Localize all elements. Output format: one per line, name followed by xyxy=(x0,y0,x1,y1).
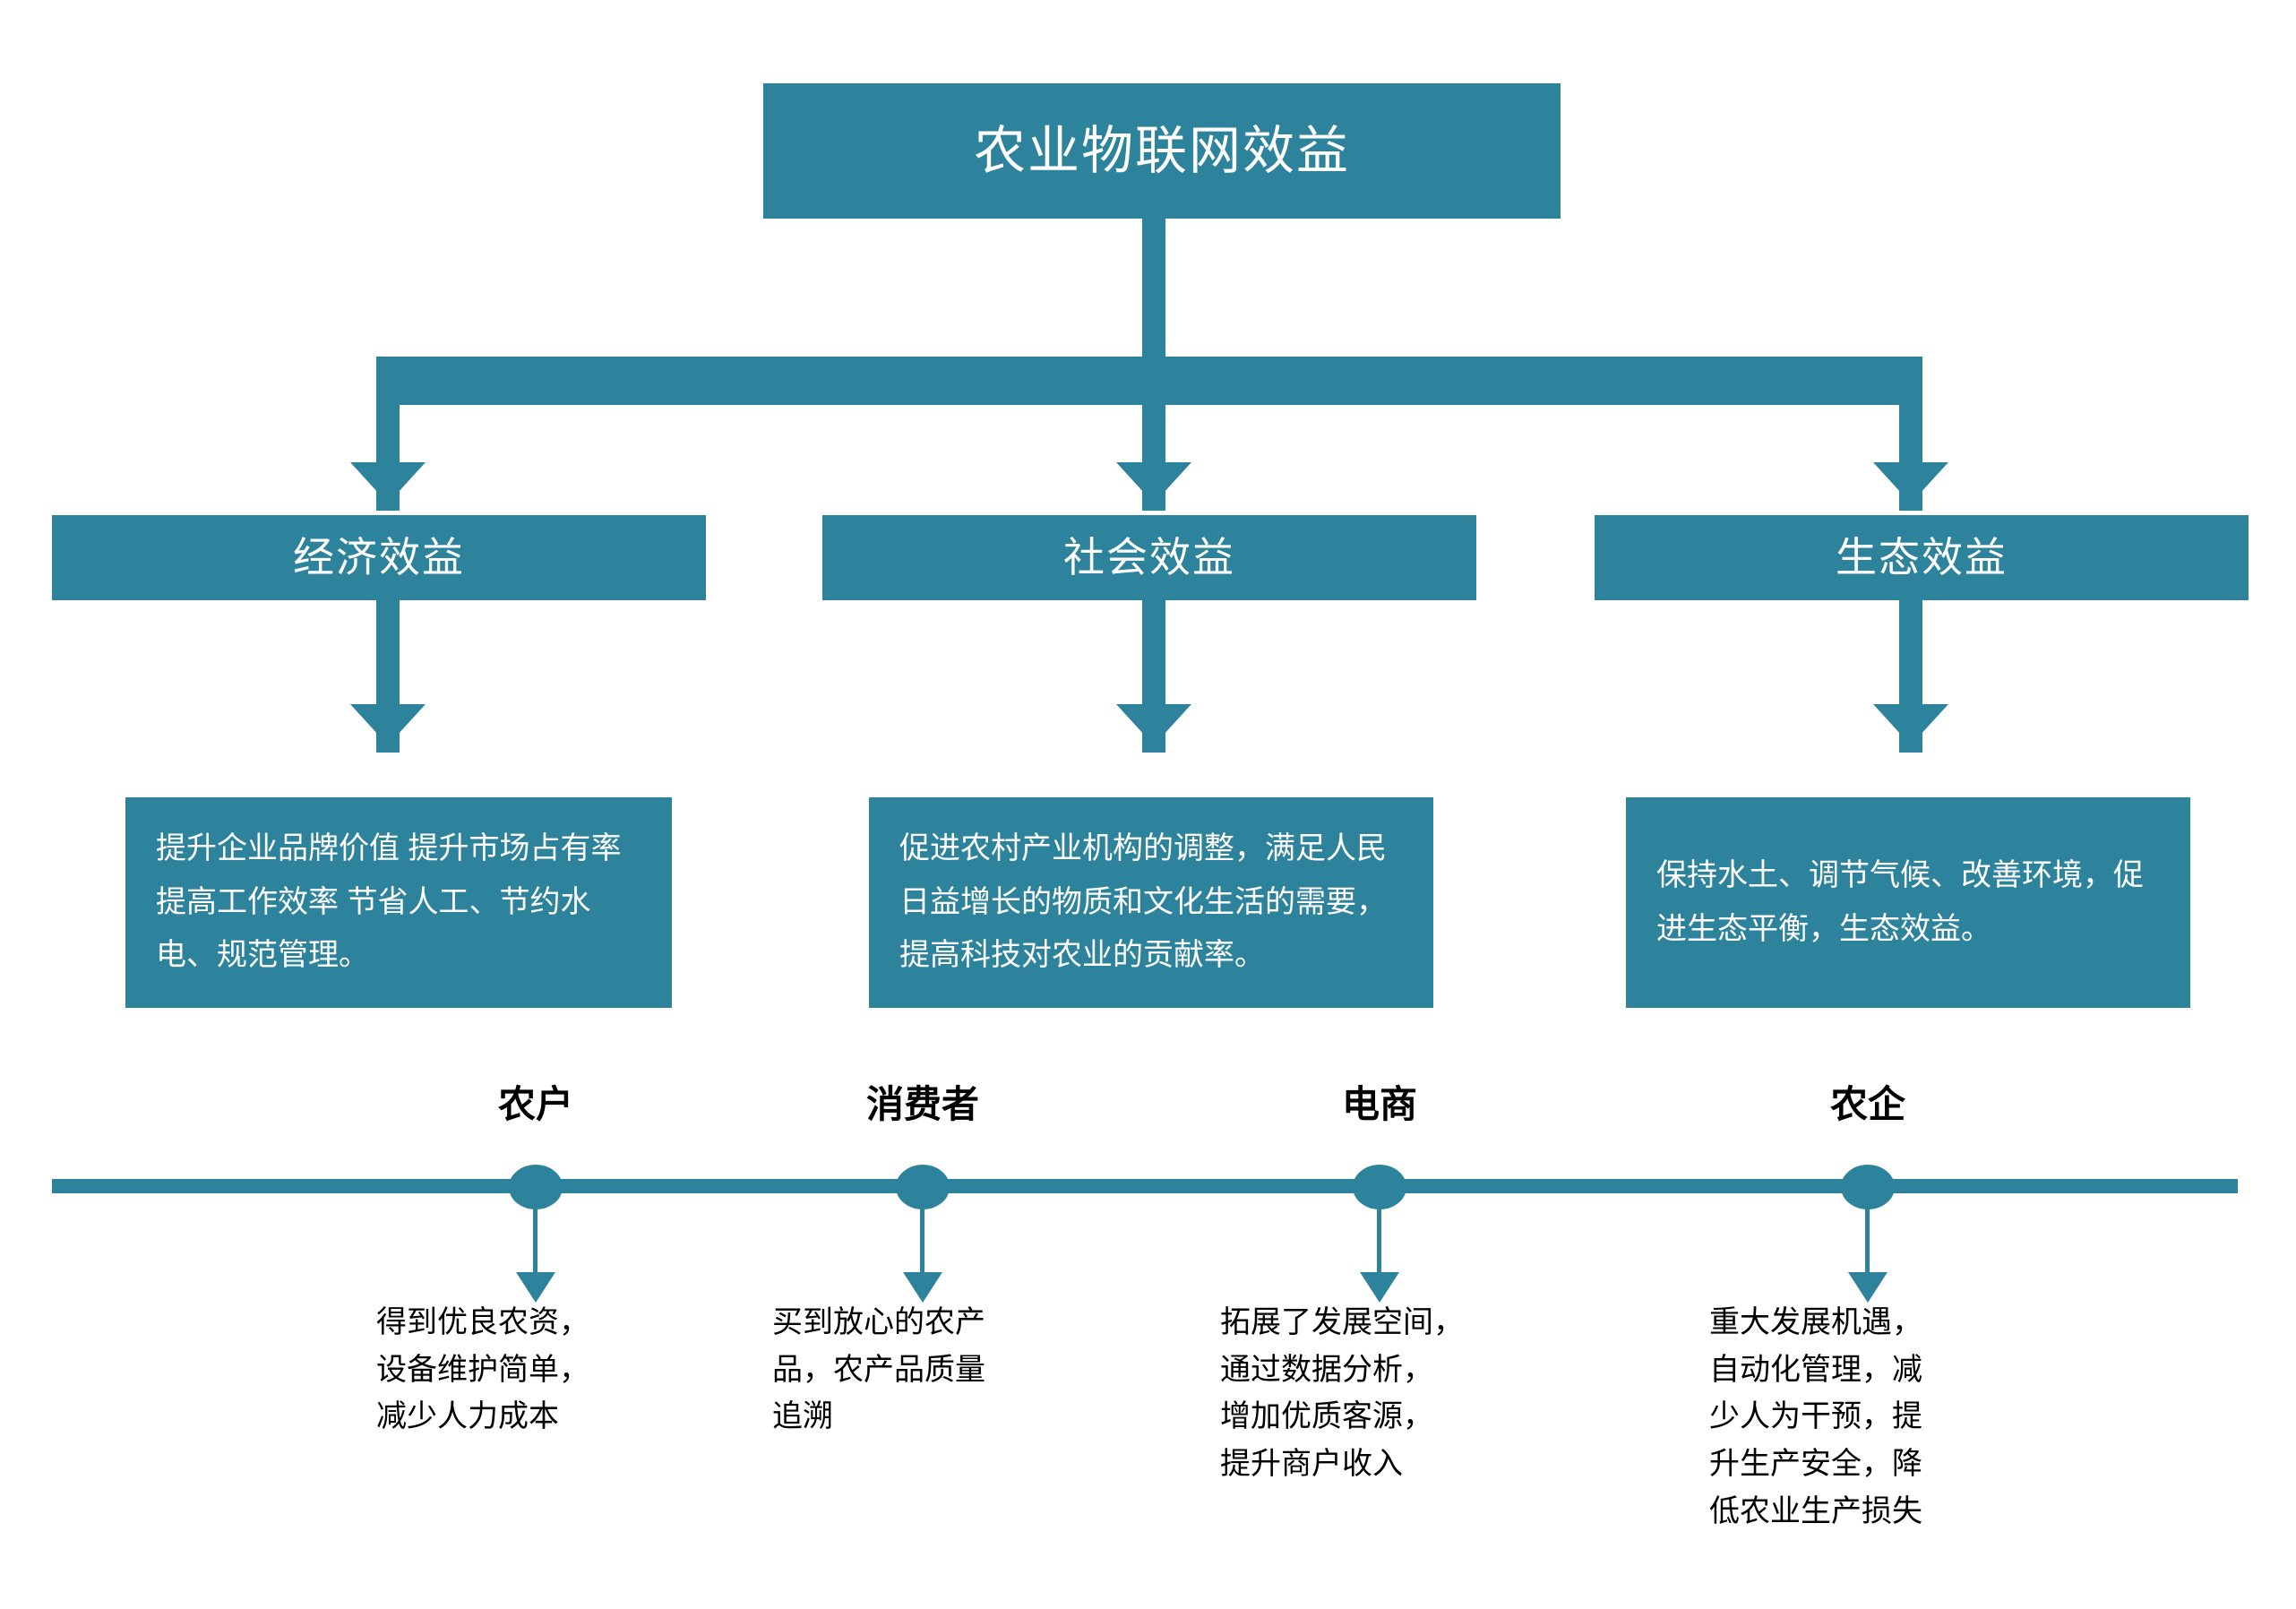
timeline-text-ecommerce: 拓展了发展空间， 通过数据分析， 增加优质客源， 提升商户收入 xyxy=(1220,1305,1464,1482)
timeline-label-consumers: 消费者 xyxy=(865,1083,980,1125)
timeline-stem-farmers xyxy=(533,1208,537,1297)
description-box-economic: 提升企业品牌价值 提升市场占有率 提高工作效率 节省人工、节约水电、规范管理。 xyxy=(125,797,672,1008)
timeline-label-ecommerce: 电商 xyxy=(1341,1083,1418,1125)
category-box-economic: 经济效益 xyxy=(52,515,706,600)
desc-arrow-ecological xyxy=(1873,704,1948,745)
timeline-node-ecommerce[interactable] xyxy=(1353,1165,1406,1209)
horizontal-distribution-bar xyxy=(376,357,1922,405)
timeline-arrow-agri-enterprises xyxy=(1848,1272,1888,1303)
category-label-social: 社会效益 xyxy=(1063,534,1235,581)
timeline-node-farmers[interactable] xyxy=(509,1165,563,1209)
timeline-text-consumers: 买到放心的农产 品，农产品质量 追溯 xyxy=(772,1305,985,1434)
timeline-node-agri-enterprises[interactable] xyxy=(1841,1165,1895,1209)
desc-arrow-economic xyxy=(350,704,426,745)
branch-arrow-social xyxy=(1116,462,1191,503)
description-text-social: 促进农村产业机构的调整，满足人民日益增长的物质和文化生活的需要，提高科技对农业的… xyxy=(899,831,1387,973)
description-text-economic: 提升企业品牌价值 提升市场占有率 提高工作效率 节省人工、节约水电、规范管理。 xyxy=(156,831,622,973)
description-box-ecological: 保持水土、调节气候、改善环境，促进生态平衡，生态效益。 xyxy=(1626,797,2190,1008)
category-box-ecological: 生态效益 xyxy=(1595,515,2249,600)
description-box-social: 促进农村产业机构的调整，满足人民日益增长的物质和文化生活的需要，提高科技对农业的… xyxy=(869,797,1433,1008)
category-label-economic: 经济效益 xyxy=(293,534,465,581)
timeline-stem-ecommerce xyxy=(1377,1208,1381,1297)
branch-arrow-economic xyxy=(350,462,426,503)
branch-arrow-ecological xyxy=(1873,462,1948,503)
root-title-box: 农业物联网效益 xyxy=(763,83,1561,219)
timeline-arrow-ecommerce xyxy=(1360,1272,1399,1303)
root-stem-connector xyxy=(1142,219,1165,357)
timeline-text-agri-enterprises: 重大发展机遇， 自动化管理，减 少人为干预，提 升生产安全，降 低农业生产损失 xyxy=(1709,1305,1922,1528)
timeline-arrow-farmers xyxy=(516,1272,555,1303)
desc-arrow-social xyxy=(1116,704,1191,745)
timeline-stem-consumers xyxy=(920,1208,924,1297)
timeline-text-farmers: 得到优良农资， 设备维护简单， 减少人力成本 xyxy=(376,1305,589,1434)
timeline-node-consumers[interactable] xyxy=(896,1165,950,1209)
description-text-ecological: 保持水土、调节气候、改善环境，促进生态平衡，生态效益。 xyxy=(1656,858,2144,946)
timeline-arrow-consumers xyxy=(903,1272,942,1303)
category-label-ecological: 生态效益 xyxy=(1836,534,2008,581)
timeline-label-agri-enterprises: 农企 xyxy=(1829,1083,1906,1125)
timeline-axis xyxy=(52,1179,2238,1193)
category-box-social: 社会效益 xyxy=(822,515,1476,600)
timeline-stem-agri-enterprises xyxy=(1865,1208,1870,1297)
root-title-label: 农业物联网效益 xyxy=(973,121,1350,180)
timeline-label-farmers: 农户 xyxy=(497,1083,574,1125)
